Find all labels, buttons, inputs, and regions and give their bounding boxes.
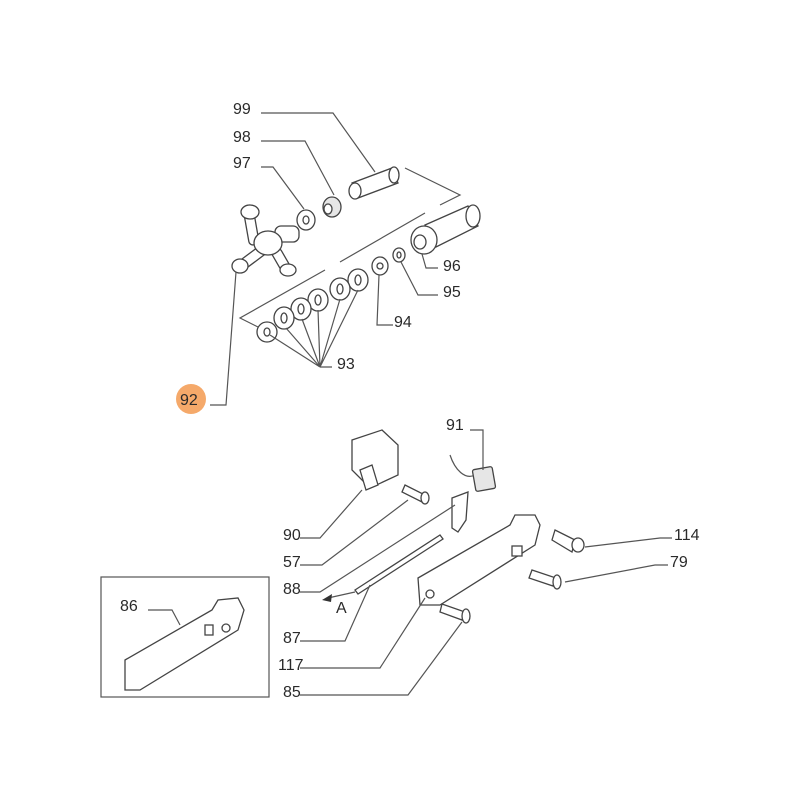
part-95-washer[interactable] — [392, 247, 406, 263]
label-114[interactable]: 114 — [674, 527, 700, 544]
part-114-bulb[interactable] — [551, 529, 585, 554]
part-92-cross-handle[interactable] — [231, 204, 300, 277]
inset-part-86 — [100, 576, 270, 698]
label-98[interactable]: 98 — [233, 129, 251, 146]
label-87[interactable]: 87 — [283, 630, 301, 647]
highlight-badge[interactable] — [176, 384, 206, 414]
label-direction-a: A — [336, 600, 347, 617]
part-90-cover[interactable] — [351, 429, 399, 491]
label-91[interactable]: 91 — [446, 417, 464, 434]
label-92[interactable]: 92 — [180, 392, 198, 409]
part-86-bracket[interactable] — [124, 597, 245, 691]
part-88-clip[interactable] — [451, 491, 469, 533]
lower-assembly — [300, 429, 672, 696]
label-97[interactable]: 97 — [233, 155, 251, 172]
part-97-washer[interactable] — [296, 209, 316, 231]
part-117-screw[interactable] — [439, 603, 471, 624]
label-85[interactable]: 85 — [283, 684, 301, 701]
part-91-switch[interactable] — [449, 454, 497, 492]
label-95[interactable]: 95 — [443, 284, 461, 301]
label-90[interactable]: 90 — [283, 527, 301, 544]
label-79[interactable]: 79 — [670, 554, 688, 571]
upper-assembly — [210, 112, 481, 406]
part-85-bracket[interactable] — [417, 514, 541, 606]
label-57[interactable]: 57 — [283, 554, 301, 571]
part-98-nut[interactable] — [322, 196, 342, 218]
label-117[interactable]: 117 — [278, 657, 304, 674]
label-86[interactable]: 86 — [120, 598, 138, 615]
label-93[interactable]: 93 — [337, 356, 355, 373]
part-57-screw[interactable] — [401, 484, 430, 505]
arrow-head-icon — [322, 594, 332, 602]
label-96[interactable]: 96 — [443, 258, 461, 275]
part-99-pin[interactable] — [348, 166, 400, 200]
direction-arrow — [327, 591, 356, 599]
part-93-washers[interactable] — [256, 268, 369, 343]
label-94[interactable]: 94 — [394, 314, 412, 331]
label-99[interactable]: 99 — [233, 101, 251, 118]
part-87-threaded-rod[interactable] — [354, 534, 444, 595]
label-88[interactable]: 88 — [283, 581, 301, 598]
part-94-washer[interactable] — [371, 256, 389, 276]
part-96-sleeve[interactable] — [410, 204, 481, 255]
part-79-screw[interactable] — [528, 569, 562, 590]
